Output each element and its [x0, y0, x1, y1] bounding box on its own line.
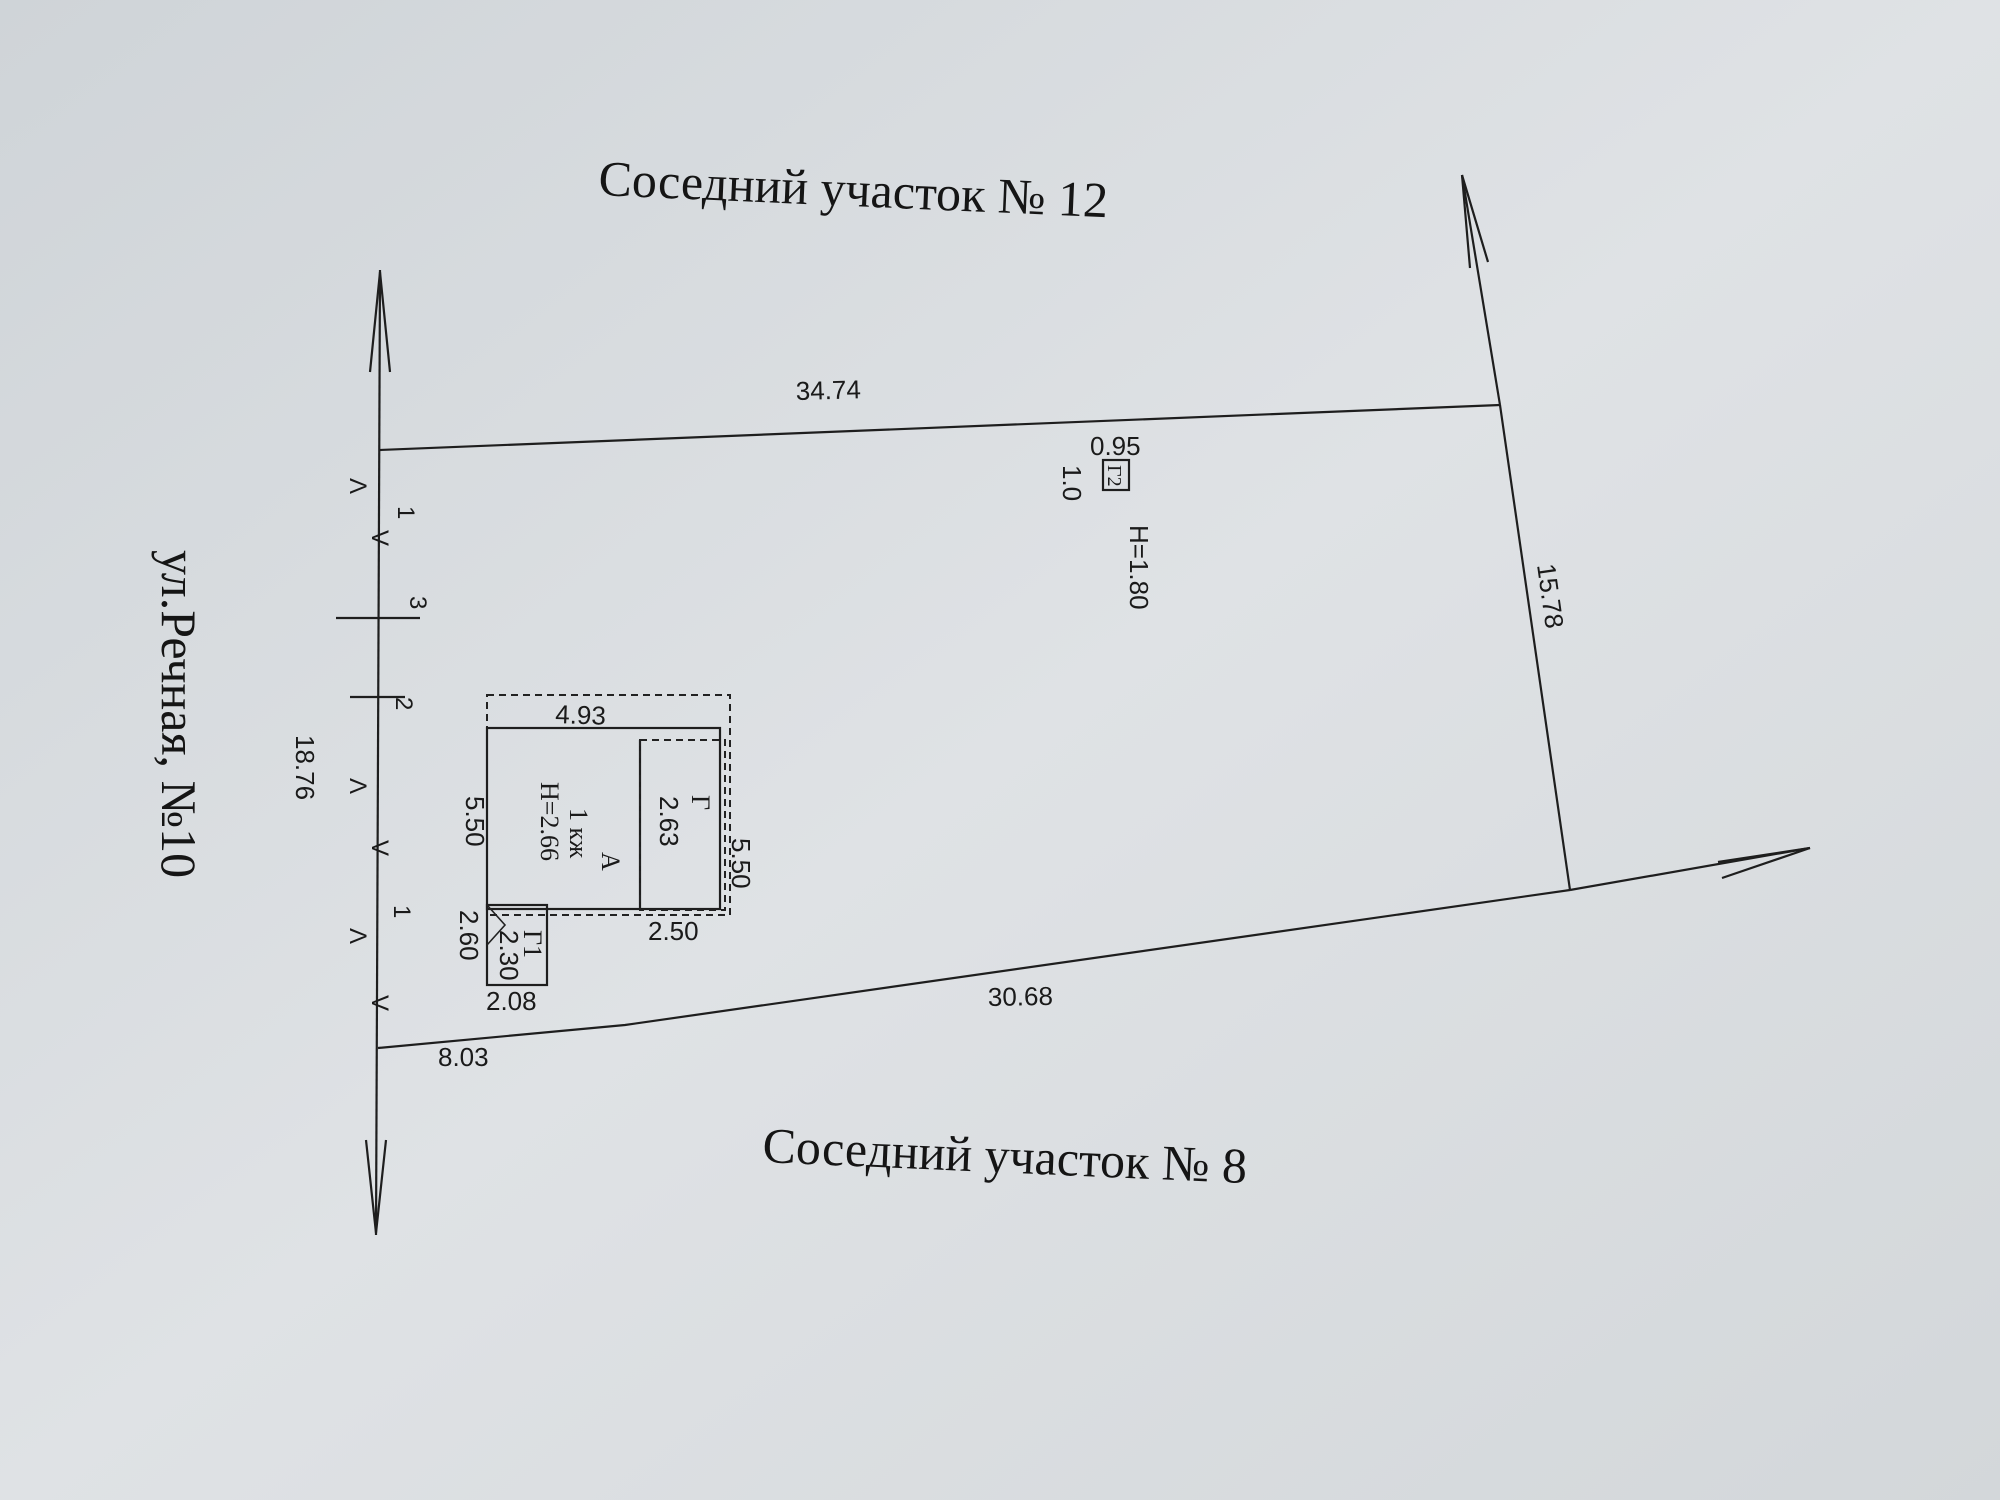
- house-a: [485, 694, 731, 916]
- edge-numbers: 1 3 2 1: [388, 506, 431, 918]
- toilet-dim-top: 0.95: [1090, 431, 1141, 461]
- toilet-dim-side: 1.0: [1057, 465, 1087, 501]
- bottom-left-segment: 8.03: [438, 1042, 489, 1072]
- svg-text:Λ: Λ: [344, 928, 371, 944]
- house-letter: А: [596, 852, 625, 871]
- toilet-g2: [1101, 458, 1131, 492]
- house-floors: 1 кж: [564, 808, 593, 859]
- fence-symbols: Λ V Λ V Λ V: [336, 478, 420, 1011]
- edge-mark-1: 1: [392, 506, 419, 519]
- plot-boundary: [377, 403, 1572, 1050]
- bottom-extension-arrow: [1569, 846, 1811, 892]
- edge-mark-2: 2: [390, 697, 417, 710]
- svg-text:V: V: [366, 530, 393, 546]
- house-depth-left: 5.50: [460, 796, 490, 847]
- svg-text:Λ: Λ: [344, 778, 371, 794]
- annex-width: 2.63: [654, 796, 684, 847]
- house-height: Н=2.66: [535, 782, 564, 861]
- annex-letter: Г: [686, 795, 715, 810]
- svg-text:V: V: [366, 840, 393, 856]
- shed-dim-bottom: 2.08: [486, 986, 537, 1016]
- right-extension-arrow: [1460, 174, 1502, 406]
- house-width: 4.93: [555, 699, 607, 731]
- shed-dim-inner: 2.30: [494, 930, 524, 981]
- top-edge-length: 34.74: [795, 374, 861, 406]
- svg-text:V: V: [366, 995, 393, 1011]
- edge-mark-1b: 1: [388, 905, 415, 918]
- left-edge-length: 18.76: [290, 735, 320, 800]
- street-label: ул.Речная, №10: [151, 550, 207, 878]
- shed-g1: [485, 903, 549, 987]
- street-axis: [364, 269, 392, 1236]
- shed-dim-side: 2.60: [454, 910, 484, 961]
- bottom-edge-length: 30.68: [988, 981, 1054, 1012]
- house-depth-right: 5.50: [726, 838, 756, 889]
- edge-mark-3: 3: [404, 596, 431, 609]
- annex-bottom: 2.50: [648, 916, 699, 946]
- svg-text:Λ: Λ: [344, 478, 371, 494]
- toilet-letter: Г2: [1103, 465, 1125, 487]
- fence-height: Н=1.80: [1124, 525, 1154, 610]
- shed-letter: Г1: [518, 930, 547, 958]
